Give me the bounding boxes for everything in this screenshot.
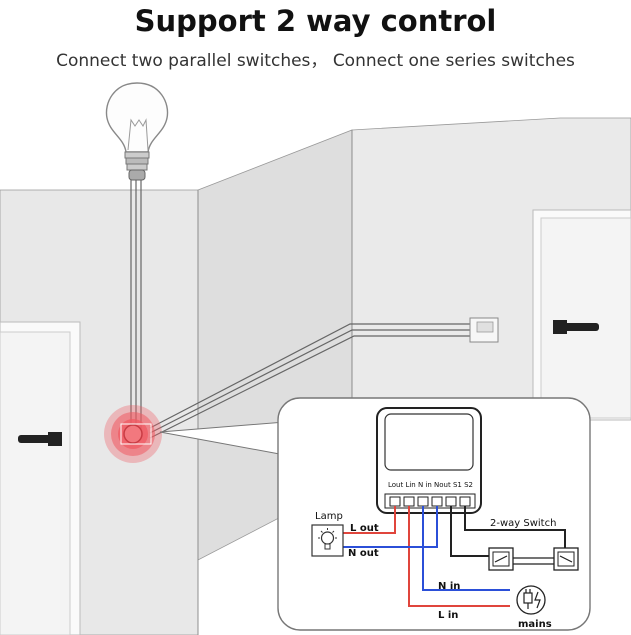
wall-switch-icon	[469, 317, 499, 343]
lamp-icon	[311, 524, 344, 557]
mains-label: mains	[518, 619, 552, 630]
page-subtitle: Connect two parallel switches， Connect o…	[56, 51, 575, 71]
plug-icon	[516, 585, 546, 615]
light-bulb-icon	[105, 82, 169, 181]
l-in-label: L in	[438, 610, 458, 621]
n-out-label: N out	[348, 548, 379, 559]
door-handle-icon	[18, 432, 62, 446]
door-handle-icon	[553, 320, 599, 334]
left-door	[0, 321, 81, 635]
page-title: Support 2 way control	[134, 4, 497, 38]
terminal-labels: Lout Lin N in Nout S1 S2	[388, 481, 473, 489]
circuit-wires	[343, 506, 566, 607]
l-out-label: L out	[350, 523, 379, 534]
lamp-label: Lamp	[315, 511, 343, 522]
wall-wires	[130, 180, 470, 439]
right-door	[532, 209, 631, 421]
smart-switch-module	[376, 407, 482, 514]
two-way-switch-label: 2-way Switch	[490, 518, 556, 529]
two-way-switch-pair	[488, 547, 579, 571]
n-in-label: N in	[438, 581, 460, 592]
wiring-callout: Lout Lin N in Nout S1 S2	[277, 397, 591, 631]
smart-switch-location	[104, 405, 162, 463]
